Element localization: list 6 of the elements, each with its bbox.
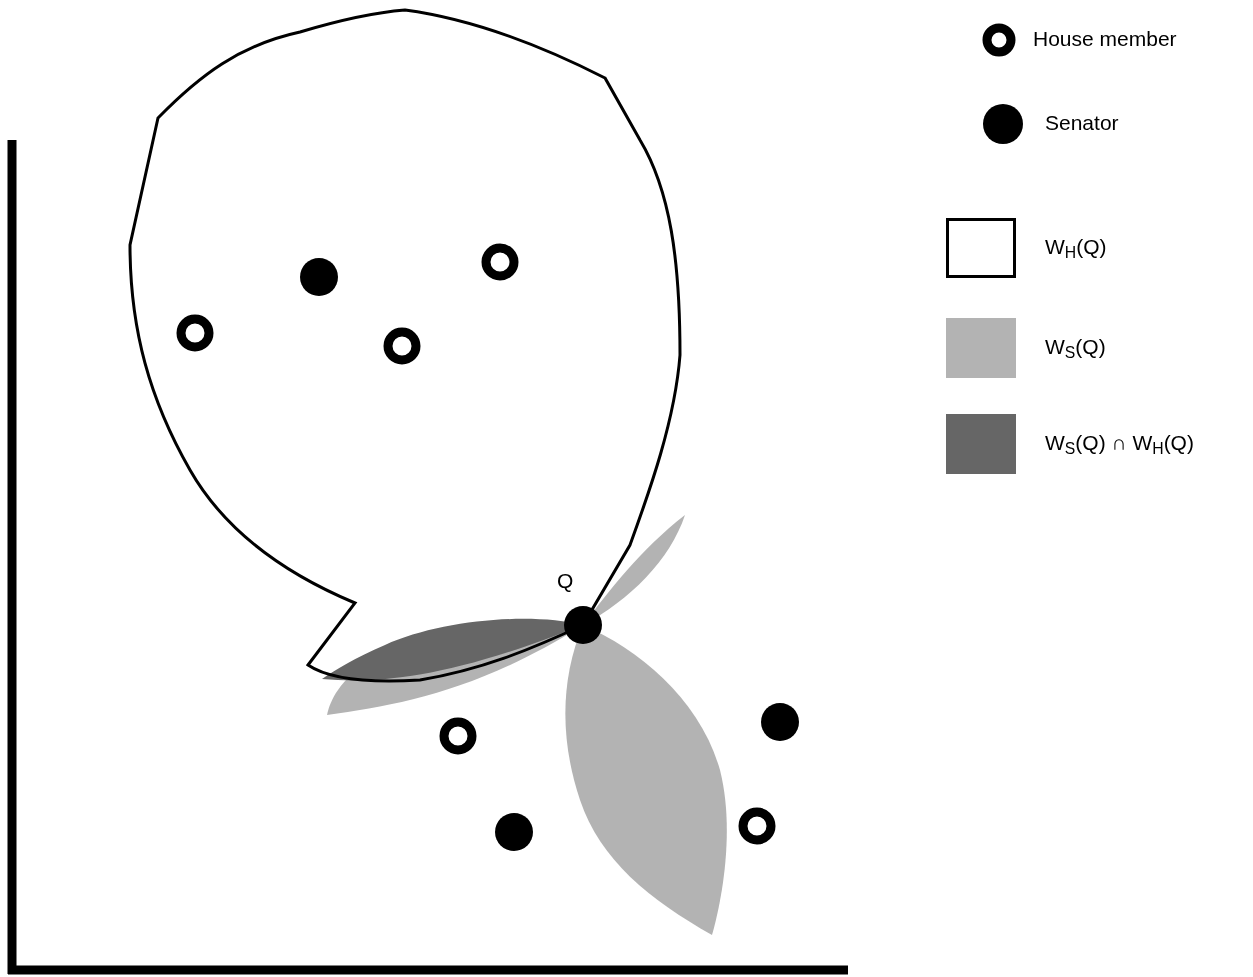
legend-label: Senator	[1045, 112, 1119, 133]
legend-label: W$_{S}$(Q)	[1045, 336, 1106, 357]
legend-label: House member	[1033, 28, 1177, 49]
legend-label: W$_{S}$(Q) ∩ W$_{H}$(Q)	[1045, 432, 1194, 453]
legend-label: W$_{H}$(Q)	[1045, 236, 1107, 257]
point-label: Q	[557, 570, 574, 591]
